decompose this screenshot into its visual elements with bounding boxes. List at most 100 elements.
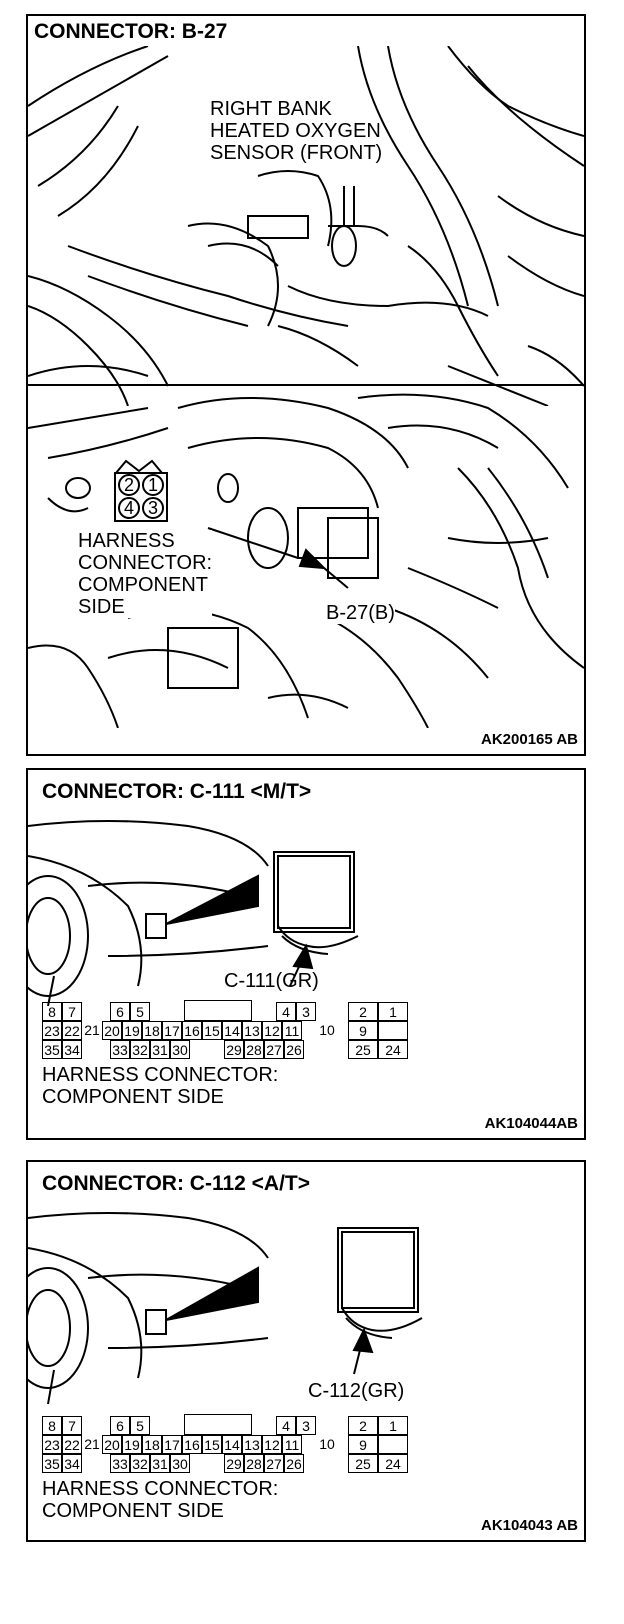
- engine-bay-illustration-bottom: [28, 393, 584, 728]
- pin-cell: 30: [170, 1040, 190, 1059]
- pin-cell: 33: [110, 1040, 130, 1059]
- panel-title: CONNECTOR: C-112 <A/T>: [42, 1172, 311, 1195]
- sensor-label-line-3: SENSOR (FRONT): [210, 142, 383, 164]
- pin-cell: 31: [150, 1454, 170, 1473]
- pin-cell: 26: [284, 1454, 304, 1473]
- connector-c112-panel: CONNECTOR: C-112 <A/T> C-112(GR) 8 7 6 5…: [26, 1160, 586, 1542]
- pin-cell: 22: [62, 1021, 82, 1040]
- harness-label-line-1: HARNESS: [78, 530, 175, 552]
- pin-cell: 15: [202, 1435, 222, 1454]
- pin-cell: 14: [222, 1435, 242, 1454]
- pin-grid: 8 7 6 5 4 3 2 1 23 22 21 20 19 18 17 16 …: [42, 1414, 422, 1476]
- panel-title: CONNECTOR: C-111 <M/T>: [42, 780, 312, 803]
- pin-cell: 32: [130, 1454, 150, 1473]
- pin-cell: 34: [62, 1040, 82, 1059]
- pin-cell: 16: [182, 1021, 202, 1040]
- harness-connector-label: HARNESS CONNECTOR: COMPONENT SIDE: [42, 1478, 278, 1522]
- sensor-label: RIGHT BANK HEATED OXYGEN SENSOR (FRONT): [210, 98, 382, 164]
- pin-cell: 17: [162, 1021, 182, 1040]
- pin-cell: 9: [348, 1021, 378, 1040]
- pin-cell: 19: [122, 1435, 142, 1454]
- pin-cell: 25: [348, 1040, 378, 1059]
- pin-cell: 6: [110, 1002, 130, 1021]
- engine-bay-illustration-top: [28, 46, 584, 406]
- pin-cell: 8: [42, 1002, 62, 1021]
- pin-cell: 4: [276, 1416, 296, 1435]
- pin-cell: 24: [378, 1040, 408, 1059]
- figure-code: AK200165 AB: [481, 731, 578, 748]
- pin-cell: 7: [62, 1002, 82, 1021]
- pin-cell: 16: [182, 1435, 202, 1454]
- pin-cell: 21: [84, 1436, 100, 1452]
- connector-b27-panel: CONNECTOR: B-27 RIGHT BANK HEATED OXYGEN…: [26, 14, 586, 756]
- pin-cell: 11: [282, 1435, 302, 1454]
- pin-cell: 30: [170, 1454, 190, 1473]
- key-slot: [184, 1000, 252, 1021]
- pin-cell: [378, 1435, 408, 1454]
- sensor-label-line-1: RIGHT BANK: [210, 98, 332, 120]
- pin-cell: 27: [264, 1454, 284, 1473]
- dashboard-illustration: [28, 820, 359, 1006]
- pin-4: 4: [118, 497, 140, 519]
- pin-grid: 8 7 6 5 4 3 2 1 23 22 21 20 19 18 17 16 …: [42, 1000, 422, 1062]
- pin-3: 3: [142, 497, 164, 519]
- harness-label-line-1: HARNESS CONNECTOR:: [42, 1478, 279, 1500]
- pin-cell: 13: [242, 1435, 262, 1454]
- pin-cell: 18: [142, 1435, 162, 1454]
- photo-divider: [28, 384, 584, 386]
- pin-cell: 29: [224, 1040, 244, 1059]
- pin-cell: 35: [42, 1454, 62, 1473]
- pin-cell: 2: [348, 1416, 378, 1435]
- connector-callout: C-112(GR): [308, 1380, 405, 1402]
- figure-code: AK104044AB: [484, 1115, 578, 1132]
- key-slot: [184, 1414, 252, 1435]
- pin-cell: 3: [296, 1416, 316, 1435]
- pin-cell: 12: [262, 1435, 282, 1454]
- pin-cell: 14: [222, 1021, 242, 1040]
- connector-callout: C-111(GR): [224, 970, 319, 992]
- pin-cell: 29: [224, 1454, 244, 1473]
- pin-cell: 9: [348, 1435, 378, 1454]
- pin-cell: 10: [319, 1436, 335, 1452]
- pin-cell: 19: [122, 1021, 142, 1040]
- pin-2: 2: [118, 474, 140, 496]
- pin-cell: 27: [264, 1040, 284, 1059]
- panel-title: CONNECTOR: B-27: [34, 20, 228, 43]
- pin-cell: 5: [130, 1416, 150, 1435]
- harness-label-line-4: SIDE: [78, 596, 125, 618]
- pin-cell: 28: [244, 1040, 264, 1059]
- pin-cell: [378, 1021, 408, 1040]
- figure-code: AK104043 AB: [481, 1517, 578, 1534]
- pin-cell: 6: [110, 1416, 130, 1435]
- pin-cell: 10: [319, 1022, 335, 1038]
- pin-cell: 17: [162, 1435, 182, 1454]
- pin-cell: 20: [102, 1021, 122, 1040]
- harness-label-line-1: HARNESS CONNECTOR:: [42, 1064, 279, 1086]
- pin-cell: 7: [62, 1416, 82, 1435]
- harness-label-line-2: COMPONENT SIDE: [42, 1500, 224, 1522]
- sensor-label-line-2: HEATED OXYGEN: [210, 120, 381, 142]
- pin-cell: 23: [42, 1435, 62, 1454]
- connector-key-icon: [115, 459, 163, 474]
- pin-cell: 5: [130, 1002, 150, 1021]
- pin-cell: 2: [348, 1002, 378, 1021]
- pin-cell: 32: [130, 1040, 150, 1059]
- pin-cell: 3: [296, 1002, 316, 1021]
- pin-cell: 23: [42, 1021, 62, 1040]
- pin-cell: 1: [378, 1416, 408, 1435]
- pin-cell: 25: [348, 1454, 378, 1473]
- pin-cell: 1: [378, 1002, 408, 1021]
- harness-label-line-2: COMPONENT SIDE: [42, 1086, 224, 1108]
- pin-cell: 26: [284, 1040, 304, 1059]
- pin-cell: 8: [42, 1416, 62, 1435]
- pin-cell: 33: [110, 1454, 130, 1473]
- harness-connector-label: HARNESS CONNECTOR: COMPONENT SIDE: [78, 530, 213, 618]
- pin-cell: 12: [262, 1021, 282, 1040]
- pin-cell: 13: [242, 1021, 262, 1040]
- pin-cell: 31: [150, 1040, 170, 1059]
- harness-label-line-3: COMPONENT: [78, 574, 208, 596]
- pin-cell: 35: [42, 1040, 62, 1059]
- harness-label-line-2: CONNECTOR:: [78, 552, 213, 574]
- connector-c111-panel: CONNECTOR: C-111 <M/T> C-111(GR) 8 7 6 5…: [26, 768, 586, 1140]
- pin-1: 1: [142, 474, 164, 496]
